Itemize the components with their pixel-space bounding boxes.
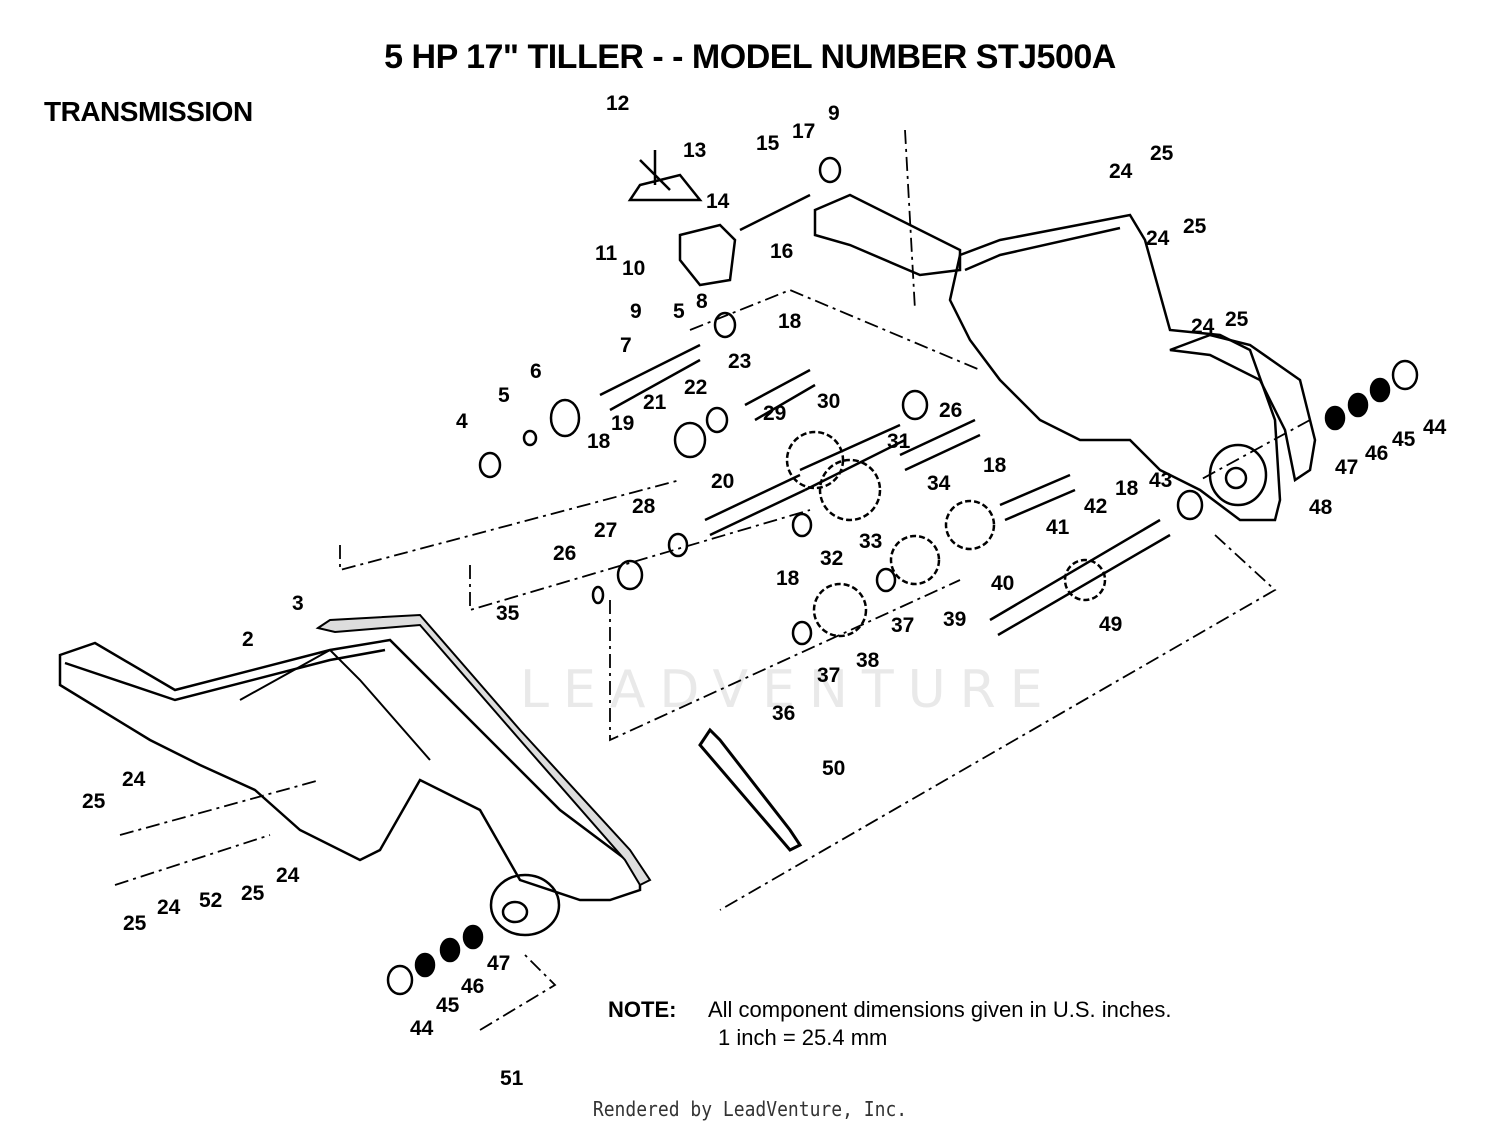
- callout-24d: 24: [122, 768, 146, 791]
- callout-30: 30: [817, 390, 840, 413]
- callout-12: 12: [606, 92, 629, 115]
- dimensions-note: NOTE: All component dimensions given in U…: [608, 996, 1171, 1052]
- callout-5b: 5: [673, 300, 685, 323]
- right-housing-half: [948, 213, 1282, 522]
- gasket: [315, 613, 652, 887]
- callout-52: 52: [199, 889, 222, 912]
- section-title: TRANSMISSION: [44, 96, 253, 127]
- callout-9b: 9: [828, 102, 840, 125]
- callout-31: 31: [887, 430, 911, 453]
- callout-24b: 24: [1146, 227, 1170, 250]
- callout-37a: 37: [891, 614, 914, 637]
- callout-19: 19: [611, 412, 634, 435]
- top-plate: [813, 193, 962, 277]
- callout-7: 7: [620, 334, 632, 357]
- callout-10: 10: [622, 257, 645, 280]
- callout-11: 11: [595, 242, 618, 265]
- callout-26b: 26: [553, 542, 576, 565]
- callout-28: 28: [632, 495, 656, 518]
- callout-36: 36: [772, 702, 795, 725]
- callout-20: 20: [711, 470, 734, 493]
- callout-22: 22: [684, 376, 707, 399]
- small-parts: [386, 150, 1419, 996]
- callout-42: 42: [1084, 495, 1107, 518]
- shafts: [599, 343, 1171, 637]
- callout-24c: 24: [1191, 315, 1215, 338]
- callout-41: 41: [1046, 516, 1070, 539]
- callout-25e: 25: [241, 882, 265, 905]
- leadventure-watermark: LEADVENTURE: [520, 660, 1057, 720]
- callout-18b: 18: [587, 430, 611, 453]
- callout-46b: 46: [461, 975, 484, 998]
- callout-43: 43: [1149, 469, 1172, 492]
- callout-26a: 26: [939, 399, 962, 422]
- callout-33: 33: [859, 530, 882, 553]
- callout-45a: 45: [1392, 428, 1416, 451]
- callout-44b: 44: [410, 1017, 434, 1040]
- callout-48: 48: [1309, 496, 1333, 519]
- callout-23: 23: [728, 350, 751, 373]
- callout-25c: 25: [1225, 308, 1249, 331]
- callout-47b: 47: [487, 952, 510, 975]
- callout-2: 2: [242, 628, 254, 651]
- callout-15: 15: [756, 132, 780, 155]
- callout-24a: 24: [1109, 160, 1133, 183]
- callout-21: 21: [643, 391, 667, 414]
- callout-18e: 18: [776, 567, 800, 590]
- callout-25d: 25: [82, 790, 106, 813]
- callout-25f: 25: [123, 912, 147, 935]
- pulley-rear: [1208, 443, 1268, 507]
- callout-27: 27: [594, 519, 617, 542]
- callout-18c: 18: [983, 454, 1007, 477]
- callout-9a: 9: [630, 300, 642, 323]
- callout-18a: 18: [778, 310, 802, 333]
- callout-35: 35: [496, 602, 520, 625]
- fender-48: [1169, 333, 1317, 483]
- callout-24e: 24: [276, 864, 300, 887]
- callout-49: 49: [1099, 613, 1122, 636]
- callout-46a: 46: [1365, 442, 1388, 465]
- callout-37b: 37: [817, 664, 840, 687]
- callout-13: 13: [683, 139, 706, 162]
- callout-51: 51: [500, 1067, 524, 1090]
- callout-3: 3: [292, 592, 304, 615]
- callout-25b: 25: [1183, 215, 1207, 238]
- page-title: 5 HP 17" TILLER - - MODEL NUMBER STJ500A: [384, 38, 1116, 76]
- callout-39: 39: [943, 608, 966, 631]
- pulley-front: [489, 873, 561, 937]
- sprockets: [785, 430, 1107, 638]
- callout-6: 6: [530, 360, 542, 383]
- callout-25a: 25: [1150, 142, 1174, 165]
- callout-38: 38: [856, 649, 880, 672]
- callout-14: 14: [706, 190, 730, 213]
- callout-45b: 45: [436, 994, 460, 1017]
- callout-47a: 47: [1335, 456, 1358, 479]
- callout-16: 16: [770, 240, 793, 263]
- callout-8: 8: [696, 290, 708, 313]
- callout-24f: 24: [157, 896, 181, 919]
- center-lines: [114, 129, 1311, 1031]
- callout-4: 4: [456, 410, 468, 433]
- note-line-1: All component dimensions given in U.S. i…: [708, 997, 1172, 1022]
- callout-5a: 5: [498, 384, 510, 407]
- callout-40: 40: [991, 572, 1014, 595]
- callout-34: 34: [927, 472, 951, 495]
- callout-29: 29: [763, 402, 786, 425]
- callout-18d: 18: [1115, 477, 1139, 500]
- callout-32: 32: [820, 547, 843, 570]
- left-housing-half: [58, 638, 642, 902]
- callout-44a: 44: [1423, 416, 1447, 439]
- callout-17: 17: [792, 120, 815, 143]
- callout-labels: 2 3 4 5 5 6 7 8 9 9 10 11 12 13 14 15 16…: [82, 92, 1447, 1090]
- callout-50: 50: [822, 757, 845, 780]
- note-line-2: 1 inch = 25.4 mm: [718, 1025, 888, 1050]
- note-label: NOTE:: [608, 997, 677, 1022]
- footer-credit: Rendered by LeadVenture, Inc.: [592, 1097, 908, 1121]
